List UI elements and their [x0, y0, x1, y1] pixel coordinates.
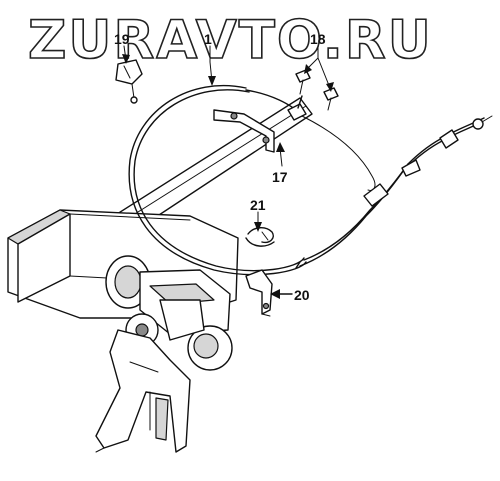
leader-lines: [122, 45, 334, 299]
clip-19: [115, 59, 143, 104]
callout-19: 19: [114, 31, 130, 47]
bracket-20: [245, 269, 273, 317]
callout-18: 18: [310, 31, 326, 47]
cable-bracket-17: [213, 95, 307, 153]
callout-17: 17: [272, 169, 288, 185]
callout-21: 21: [250, 197, 266, 213]
pedal-bracket-assembly: [7, 97, 313, 453]
watermark: ZURAVTO.RU: [28, 10, 433, 71]
bolts-18: [295, 69, 339, 111]
clip-21: [245, 227, 275, 247]
callout-20: 20: [294, 287, 310, 303]
callout-1: 1: [204, 31, 212, 47]
